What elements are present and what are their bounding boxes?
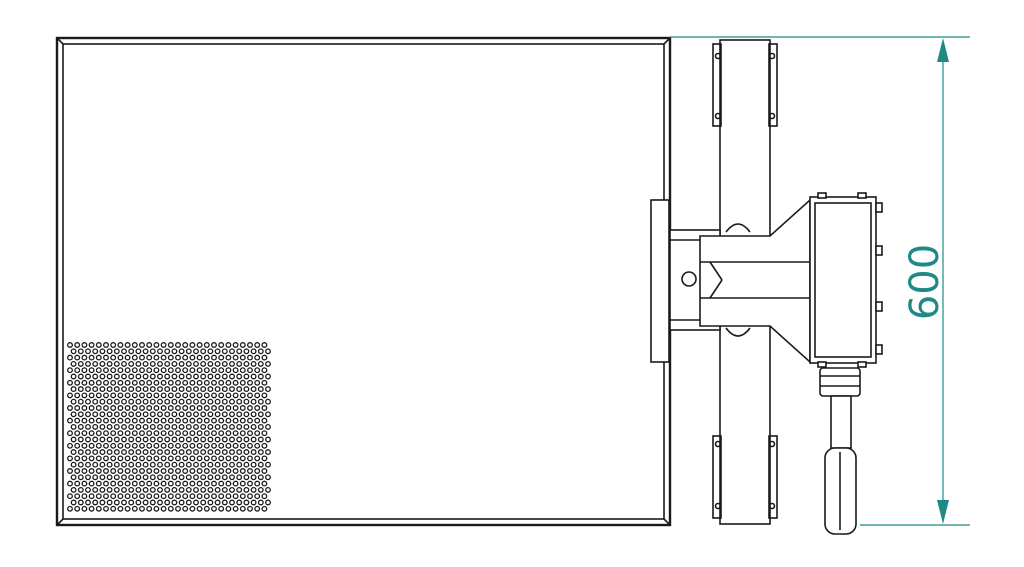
motor-neck <box>699 198 811 364</box>
perforated-area <box>67 342 271 512</box>
dimension-600: 600 <box>670 36 970 526</box>
gearbox-housing <box>809 192 883 368</box>
crank-handle <box>819 367 861 535</box>
dimension-label: 600 <box>902 244 948 320</box>
main-panel <box>55 36 672 527</box>
